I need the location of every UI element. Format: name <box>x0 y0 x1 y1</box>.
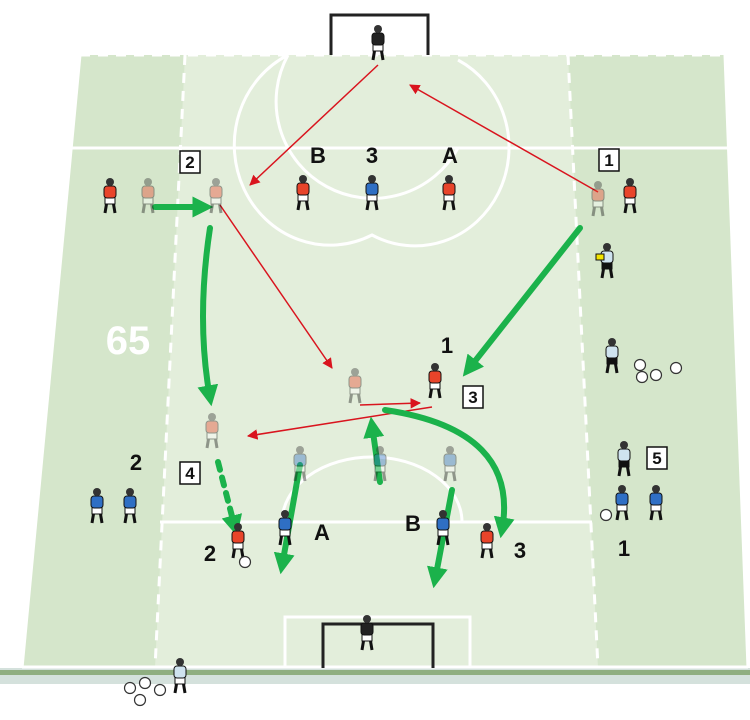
red-player-ghost <box>209 178 223 214</box>
run-arrow <box>363 416 385 485</box>
official <box>617 441 631 477</box>
ball <box>133 693 147 707</box>
zone-label: 3 <box>514 538 526 563</box>
pitch-size-label: 65 <box>106 319 151 363</box>
zone-label: B <box>310 143 326 168</box>
blue-player-ghost <box>293 446 307 482</box>
ball <box>238 555 252 569</box>
zone-label: 3 <box>366 143 378 168</box>
step-box <box>179 461 201 485</box>
red-player <box>103 178 117 214</box>
pitch-edge <box>0 670 750 675</box>
red-player-ghost <box>591 181 605 217</box>
goals <box>321 13 435 668</box>
linesman-flag <box>595 253 605 261</box>
red-player-ghost <box>141 178 155 214</box>
pass-arrow <box>409 84 599 193</box>
zone-label: 2 <box>130 450 142 475</box>
run-arrow <box>197 225 219 407</box>
step-box <box>646 446 668 470</box>
step-number: 4 <box>185 464 195 483</box>
ball <box>669 361 683 375</box>
step-box <box>598 148 620 172</box>
zone-label: 2 <box>204 541 216 566</box>
ball <box>635 370 649 384</box>
official <box>173 658 187 694</box>
pass-arrow <box>249 64 379 186</box>
blue-player <box>436 510 450 546</box>
step-number: 3 <box>468 388 477 407</box>
zone-label: A <box>442 143 458 168</box>
blue-player <box>123 488 137 524</box>
red-player-ghost <box>205 413 219 449</box>
step-number: 2 <box>185 153 194 172</box>
run-arrow <box>462 225 583 377</box>
red-player <box>428 363 442 399</box>
goalkeeper <box>360 615 374 651</box>
ball <box>138 676 152 690</box>
run-arrow <box>273 462 303 575</box>
official <box>605 338 619 374</box>
blue-player-ghost <box>373 446 387 482</box>
blue-player <box>278 510 292 546</box>
blue-player <box>90 488 104 524</box>
red-player <box>623 178 637 214</box>
blue-player <box>649 485 663 521</box>
goalkeeper <box>371 25 385 61</box>
zone-label: 1 <box>441 333 453 358</box>
run-arrow <box>215 459 243 537</box>
red-player <box>442 175 456 211</box>
zone-label: 1 <box>618 536 630 561</box>
step-number: 5 <box>652 449 661 468</box>
red-player <box>296 175 310 211</box>
step-box <box>179 150 201 174</box>
ball <box>599 508 613 522</box>
pass-arrow <box>359 398 422 409</box>
blue-player-ghost <box>443 446 457 482</box>
pass-arrow <box>219 204 333 369</box>
red-player <box>480 523 494 559</box>
pitch-markings <box>20 53 750 669</box>
run-arrow <box>382 407 515 539</box>
step-box <box>462 385 484 409</box>
ball <box>649 368 663 382</box>
ball <box>633 358 647 372</box>
blue-player <box>365 175 379 211</box>
ball <box>123 681 137 695</box>
red-player <box>231 523 245 559</box>
red-player-ghost <box>348 368 362 404</box>
step-number: 1 <box>604 151 613 170</box>
zone-label: A <box>314 520 330 545</box>
ball <box>153 683 167 697</box>
zone-label: B <box>405 511 421 536</box>
blue-player <box>615 485 629 521</box>
